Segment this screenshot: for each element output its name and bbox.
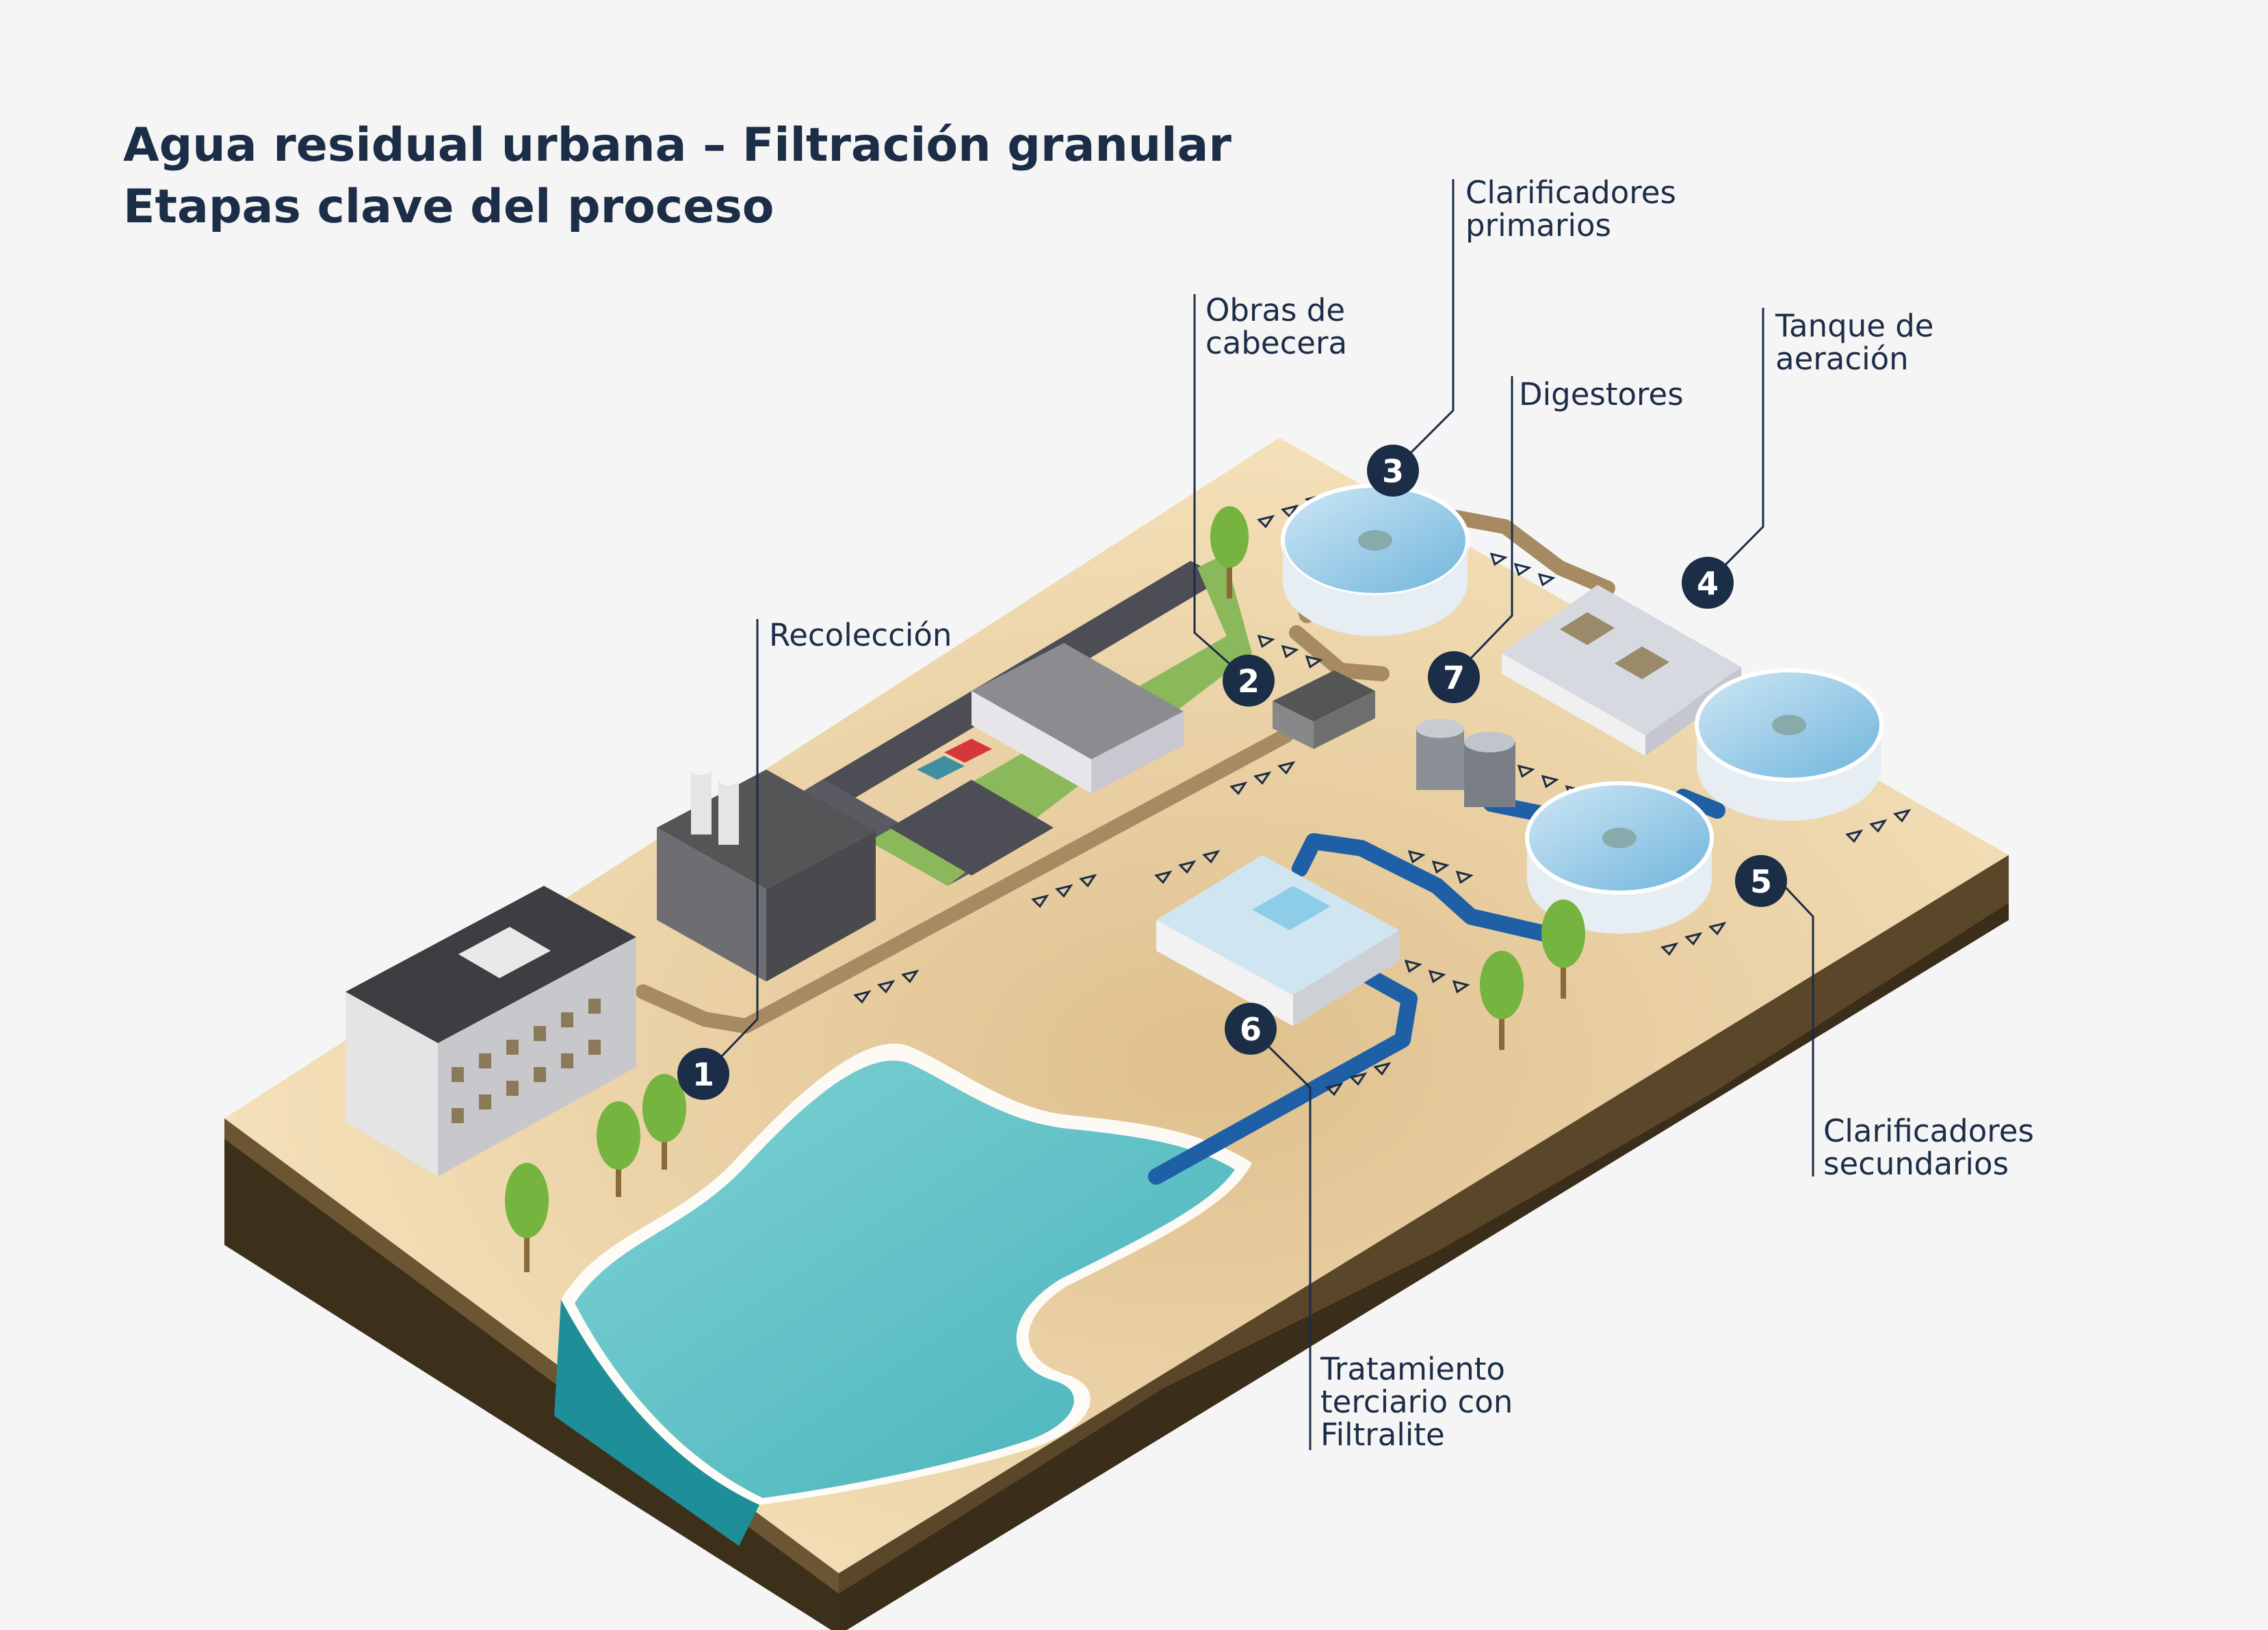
office-building [972, 643, 1184, 793]
stage-badge-6: 6 [1225, 1003, 1277, 1055]
digesters [1416, 719, 1515, 807]
flow-arrows [853, 494, 1912, 1096]
factory-building [657, 764, 876, 982]
stage-badge-4: 4 [1682, 557, 1734, 609]
primary-clarifier [1281, 484, 1470, 636]
stage-badge-6-number: 6 [1240, 1011, 1262, 1048]
stage-badge-3-number: 3 [1382, 453, 1404, 490]
trees [505, 506, 1585, 1272]
parked-cars [917, 739, 992, 780]
label-terciario-line-3: Filtralite [1320, 1417, 1445, 1453]
stage-badge-4-number: 4 [1697, 565, 1719, 602]
label-secundarios-line-2: secundarios [1823, 1146, 2009, 1182]
title-line-1: Agua residual urbana – Filtración granul… [123, 118, 1231, 172]
stage-badge-7-number: 7 [1443, 659, 1465, 696]
tertiary-filter [1156, 855, 1399, 1026]
stage-badge-2: 2 [1223, 655, 1275, 707]
label-primarios-line-2: primarios [1465, 207, 1611, 244]
label-obras-de-cabecera: Obras de cabecera [1205, 294, 1347, 360]
label-aeracion-line-2: aeración [1775, 341, 1909, 377]
label-terciario-line-2: terciario con [1320, 1384, 1513, 1420]
stage-badge-1-number: 1 [692, 1056, 714, 1093]
secondary-clarifier-a [1525, 781, 1714, 934]
stage-badge-3: 3 [1367, 445, 1419, 497]
secondary-clarifier-b [1695, 668, 1884, 821]
title-line-2: Etapas clave del proceso [123, 180, 774, 234]
label-recoleccion: Recolección [769, 619, 952, 652]
label-clarificadores-primarios: Clarificadores primarios [1465, 176, 1676, 242]
leader-lines [703, 179, 1814, 1450]
stage-badge-5: 5 [1735, 855, 1787, 907]
label-obras-line-2: cabecera [1205, 325, 1348, 361]
lake [554, 1043, 1252, 1546]
stage-badges: 1 2 3 4 5 6 7 [677, 445, 1787, 1100]
label-recoleccion-line-1: Recolección [769, 617, 952, 653]
diagram-title: Agua residual urbana – Filtración granul… [123, 115, 1231, 238]
stage-badge-5-number: 5 [1750, 863, 1772, 900]
headworks-basin [1273, 670, 1375, 749]
label-clarificadores-secundarios: Clarificadores secundarios [1823, 1115, 2034, 1181]
label-terciario-line-1: Tratamiento [1320, 1351, 1505, 1387]
stage-badge-1: 1 [677, 1048, 729, 1100]
stage-badge-7: 7 [1428, 651, 1480, 703]
label-secundarios-line-1: Clarificadores [1823, 1113, 2034, 1149]
label-aeracion-line-1: Tanque de [1775, 308, 1934, 344]
label-digestores-line-1: Digestores [1519, 376, 1684, 412]
apartment-building [346, 886, 636, 1177]
label-primarios-line-1: Clarificadores [1465, 174, 1676, 211]
label-tanque-de-aeracion: Tanque de aeración [1775, 310, 1933, 376]
label-tratamiento-terciario: Tratamiento terciario con Filtralite [1320, 1353, 1513, 1451]
label-obras-line-1: Obras de [1205, 292, 1346, 328]
label-digestores: Digestores [1519, 378, 1684, 411]
stage-badge-2-number: 2 [1238, 663, 1260, 700]
